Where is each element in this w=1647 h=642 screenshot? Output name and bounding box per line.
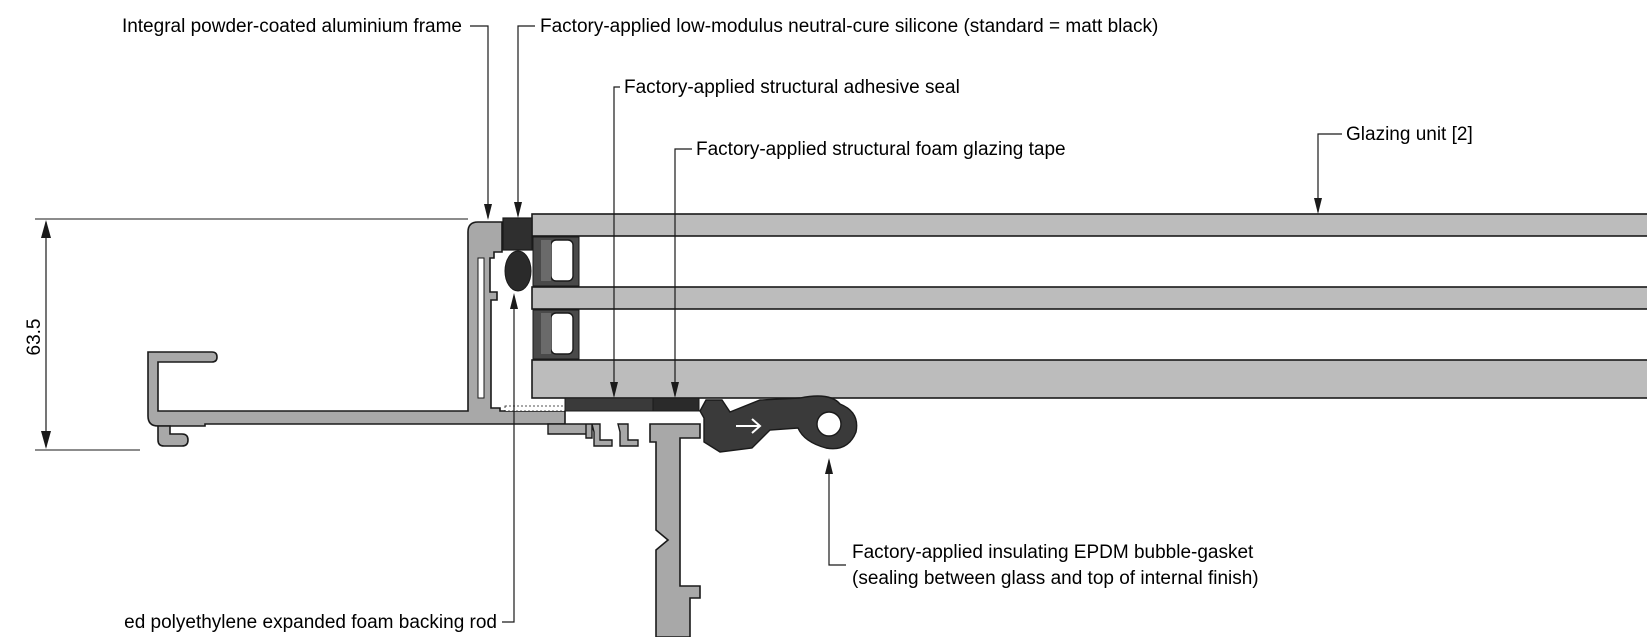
leader-tape: Factory-applied structural foam glazing … xyxy=(671,139,1066,398)
leader-adhesive: Factory-applied structural adhesive seal xyxy=(610,77,960,398)
label-gasket-line1: Factory-applied insulating EPDM bubble-g… xyxy=(852,542,1254,563)
silicone-cap xyxy=(502,217,533,251)
leader-gasket: Factory-applied insulating EPDM bubble-g… xyxy=(825,458,1259,589)
spacer-bottom xyxy=(532,309,580,360)
label-silicone: Factory-applied low-modulus neutral-cure… xyxy=(540,16,1158,37)
frame-clip-legs xyxy=(547,423,639,447)
dimension-63-5: 63.5 xyxy=(24,218,468,451)
aluminium-frame xyxy=(147,221,701,638)
structural-adhesive xyxy=(564,397,654,412)
label-frame: Integral powder-coated aluminium frame xyxy=(122,16,462,37)
leader-glazing: Glazing unit [2] xyxy=(1314,124,1473,214)
label-gasket-line2: (sealing between glass and top of intern… xyxy=(852,568,1259,589)
foam-glazing-tape xyxy=(652,397,700,412)
seals xyxy=(502,217,858,453)
internal-finish-stem xyxy=(649,423,701,638)
leader-backing-rod: ed polyethylene expanded foam backing ro… xyxy=(124,293,518,633)
frame-profile xyxy=(147,221,566,427)
leader-silicone: Factory-applied low-modulus neutral-cure… xyxy=(514,16,1158,218)
label-tape: Factory-applied structural foam glazing … xyxy=(696,139,1066,160)
spacer-top xyxy=(532,236,580,287)
dimension-value: 63.5 xyxy=(24,319,45,356)
glass-pane-middle xyxy=(531,286,1647,310)
glass-pane-bottom xyxy=(531,359,1647,399)
label-adhesive: Factory-applied structural adhesive seal xyxy=(624,77,960,98)
glass-pane-top xyxy=(531,213,1647,237)
glazing-unit xyxy=(531,213,1647,399)
bubble-gasket xyxy=(699,395,858,453)
label-glazing: Glazing unit [2] xyxy=(1346,124,1473,145)
leader-frame: Integral powder-coated aluminium frame xyxy=(122,16,492,220)
backing-rod xyxy=(504,250,532,292)
label-backing-rod: ed polyethylene expanded foam backing ro… xyxy=(124,612,497,633)
